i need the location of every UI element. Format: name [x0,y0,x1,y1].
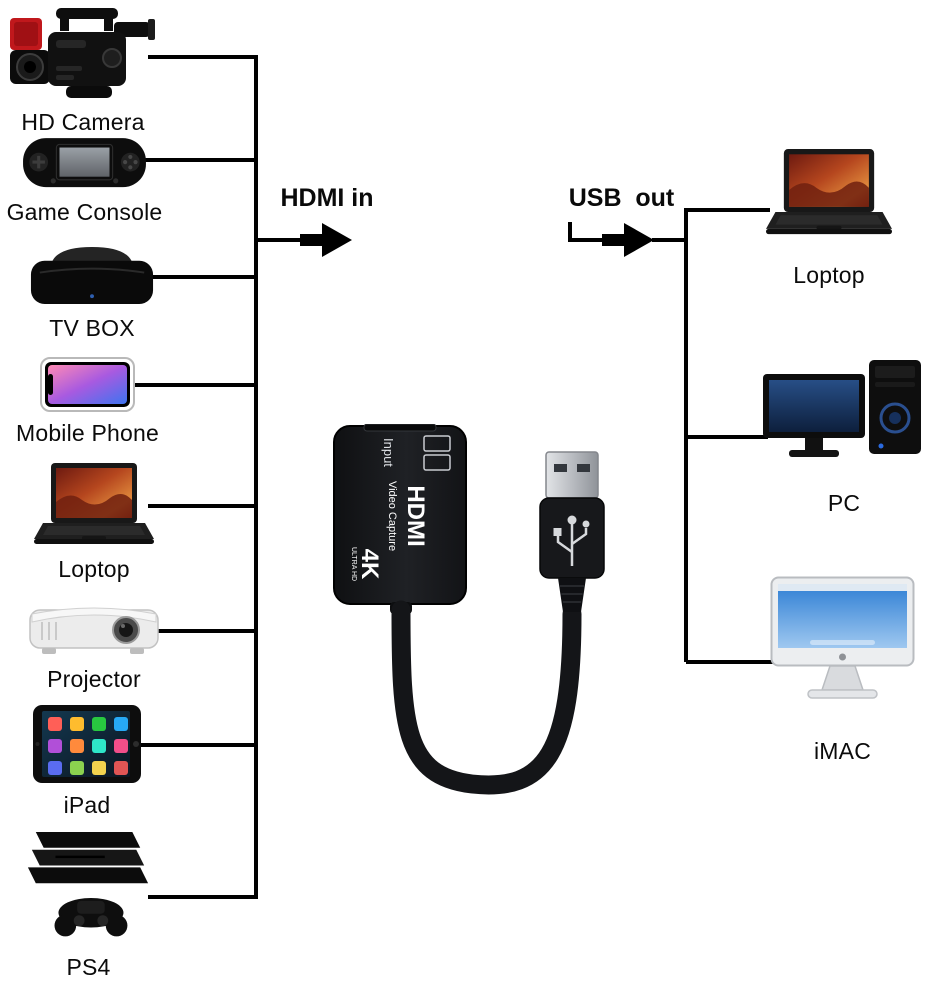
device-ps4: PS4 [22,830,155,981]
device-label-pc: PC [827,490,861,516]
mobile-phone-icon [40,357,135,412]
projector-icon [29,607,159,654]
capture-dongle: Input HDMI Video Capture 4K ULTRA HD [333,423,467,614]
tv-box-icon [30,246,154,305]
apple-logo-icon [839,653,846,661]
usb-out-arrow-icon [602,223,654,257]
device-mobile-phone: Mobile Phone [16,357,159,447]
usb-cable [391,600,582,795]
laptop-icon [34,463,154,544]
hdmi-brand-text: HDMI [402,485,429,546]
device-imac: iMAC [770,576,915,765]
dongle-input-port-label: Input [381,438,396,467]
device-pc: PC [763,360,925,517]
device-label-hd-camera: HD Camera [21,109,145,135]
hd-camera-icon [10,8,155,98]
hdmi-port [363,423,437,432]
dongle-cert-badges [423,435,451,471]
hdmi-logo: HDMI Video Capture [386,481,429,551]
device-laptop-input: Loptop [34,462,154,583]
device-hd-camera: HD Camera [8,6,158,136]
device-label-projector: Projector [47,666,141,692]
usb-trident-icon [556,522,588,566]
usb-plug-shield [545,451,599,499]
device-projector: Projector [28,600,160,693]
game-console-icon [23,138,146,188]
device-label-imac: iMAC [813,738,872,764]
device-label-ipad: iPad [63,792,111,818]
device-label-laptop-output: Loptop [793,262,865,289]
device-label-mobile-phone: Mobile Phone [15,420,160,446]
4k-badge: 4K ULTRA HD [350,547,383,581]
device-tv-box: TV BOX [28,243,156,342]
hdmi-in-label: HDMI in [280,184,374,212]
device-game-console: Game Console [7,134,162,226]
device-label-tv-box: TV BOX [49,315,135,341]
device-ipad: iPad [32,704,142,819]
usb-out-label: USB out [568,184,675,212]
device-label-laptop-input: Loptop [58,556,130,582]
capture-device: Input HDMI Video Capture 4K ULTRA HD [320,423,620,839]
game-console-ps4-icon [27,831,149,937]
product-name-text: Video Capture [386,481,398,551]
capture-device-illustration: Input HDMI Video Capture 4K ULTRA HD [333,423,605,795]
device-laptop-output: Loptop [766,148,892,289]
ultra-hd-badge-text: ULTRA HD [350,547,357,581]
device-label-ps4: PS4 [66,954,111,981]
ps4-controller-icon [54,897,128,937]
laptop-icon [766,149,892,235]
hdmi-in-arrow-icon [300,223,352,257]
app-icons [48,717,128,775]
usb-plug [539,451,605,612]
imac-icon [770,576,915,699]
tablet-icon [33,705,141,783]
4k-badge-text: 4K [356,549,383,580]
device-label-game-console: Game Console [6,199,163,226]
desktop-pc-icon [763,360,921,457]
